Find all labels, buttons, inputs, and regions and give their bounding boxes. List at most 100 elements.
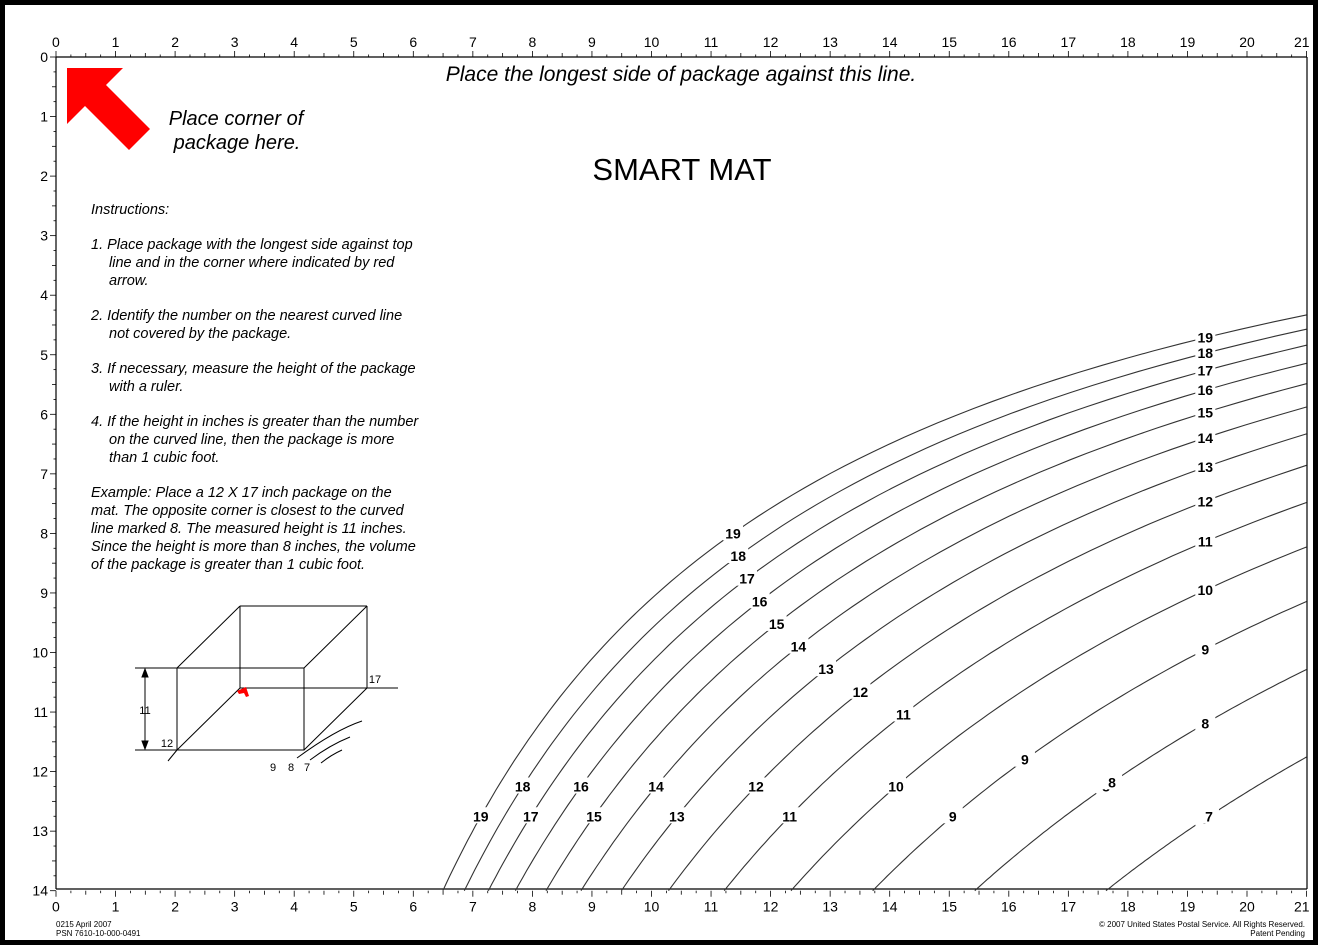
curve-edge-label-8: 8 — [1201, 715, 1209, 731]
top-ruler-label: 0 — [52, 34, 60, 50]
curve-edge-label-8-bg — [1195, 714, 1216, 731]
example-line-2: mat. The opposite corner is closest to t… — [91, 503, 405, 519]
volume-curve-11 — [723, 501, 1307, 892]
curve-edge-label-12-bg — [1195, 492, 1216, 509]
curve-inner-label-9: 9 — [1021, 752, 1029, 768]
top-ruler-label: 6 — [409, 34, 417, 50]
curve-inner-label-18: 18 — [515, 778, 531, 794]
bottom-ruler-label: 14 — [882, 899, 898, 915]
curve-edge-label-18: 18 — [1198, 345, 1214, 361]
left-ruler-label: 0 — [40, 49, 48, 65]
curve-inner-label-19: 19 — [473, 808, 489, 824]
bottom-ruler-label: 9 — [588, 899, 596, 915]
footer-left-line-1: 0215 April 2007 — [56, 920, 112, 929]
curve-edge-label-12: 12 — [1198, 493, 1214, 509]
top-ruler-label: 21 — [1294, 34, 1310, 50]
top-ruler-label: 11 — [704, 34, 719, 50]
example-line-4: Since the height is more than 8 inches, … — [91, 539, 416, 555]
curve-inner-label-10: 10 — [888, 778, 904, 794]
top-ruler-label: 20 — [1239, 34, 1255, 50]
curve-inner-label-16: 16 — [573, 778, 589, 794]
instruction-2-line-2: not covered by the package. — [109, 326, 291, 342]
volume-curve-19 — [442, 314, 1307, 891]
top-ruler-label: 8 — [529, 34, 537, 50]
volume-curve-9 — [872, 600, 1307, 892]
curve-inner-label-13: 13 — [818, 661, 834, 677]
bottom-ruler-label: 13 — [822, 899, 838, 915]
box-curve-label-9: 9 — [270, 762, 276, 774]
curve-inner-label-14-bg — [788, 637, 809, 654]
curve-inner-label-13-bg — [815, 660, 836, 677]
curve-inner-label-12-bg — [850, 682, 871, 699]
instruction-3-line-2: with a ruler. — [109, 379, 183, 395]
curve-edge-label-10: 10 — [1198, 582, 1214, 598]
left-ruler-label: 8 — [40, 525, 48, 541]
curve-edge-label-19: 19 — [1198, 330, 1214, 346]
curve-edge-label-15: 15 — [1198, 404, 1214, 420]
left-ruler-label: 12 — [32, 764, 48, 780]
page-title: SMART MAT — [592, 152, 771, 187]
top-instruction: Place the longest side of package agains… — [446, 63, 916, 86]
curve-inner-label-19-bg — [470, 807, 491, 824]
curve-edge-label-17-bg — [1195, 361, 1216, 378]
ruler-ticks — [50, 51, 1307, 897]
curve-edge-label-14-bg — [1195, 428, 1216, 445]
left-ruler-label: 2 — [40, 168, 48, 184]
top-ruler-label: 19 — [1180, 34, 1196, 50]
box-curve-label-7: 7 — [304, 762, 310, 774]
left-ruler-label: 9 — [40, 585, 48, 601]
bottom-ruler-label: 20 — [1239, 899, 1255, 915]
bottom-ruler-label: 10 — [644, 899, 660, 915]
bottom-ruler-label: 0 — [52, 899, 60, 915]
bottom-ruler-label: 2 — [171, 899, 179, 915]
example-line-5: of the package is greater than 1 cubic f… — [91, 557, 365, 573]
instruction-1-line-3: arrow. — [109, 273, 149, 289]
bottom-ruler-label: 15 — [941, 899, 957, 915]
volume-curve-16 — [514, 362, 1307, 891]
instruction-4-line-3: than 1 cubic foot. — [109, 450, 219, 466]
curve-inner-label-15: 15 — [769, 616, 785, 632]
bottom-ruler-label: 8 — [529, 899, 537, 915]
top-ruler-label: 9 — [588, 34, 596, 50]
curve-inner-label-19: 19 — [725, 525, 741, 541]
left-ruler-label: 10 — [32, 645, 48, 661]
footer-left-line-2: PSN 7610-10-000-0491 — [56, 929, 141, 938]
curve-inner-label-10-bg — [886, 777, 907, 794]
curve-edge-label-13-bg — [1195, 458, 1216, 475]
bottom-ruler-label: 6 — [409, 899, 417, 915]
curve-inner-label-13: 13 — [669, 808, 685, 824]
footer-right-line-2: Patent Pending — [1250, 929, 1305, 938]
bottom-ruler-label: 21 — [1294, 899, 1310, 915]
top-ruler-label: 5 — [350, 34, 358, 50]
bottom-ruler-label: 16 — [1001, 899, 1017, 915]
curve-edge-label-14: 14 — [1198, 430, 1214, 446]
volume-curves — [442, 314, 1307, 892]
bottom-ruler-label: 19 — [1180, 899, 1196, 915]
curve-inner-label-13-bg — [666, 807, 687, 824]
box-curve-label-8: 8 — [288, 762, 294, 774]
curve-inner-label-17: 17 — [739, 571, 755, 587]
curve-inner-label-11-bg — [779, 807, 800, 824]
footer-right-line-1: © 2007 United States Postal Service. All… — [1099, 920, 1305, 929]
curve-inner-label-11-bg — [893, 705, 914, 722]
curve-inner-label-7-bg — [1198, 807, 1219, 824]
corner-text-line-1: Place corner of — [169, 108, 306, 130]
curve-inner-label-9-bg — [1014, 750, 1035, 767]
left-ruler-label: 14 — [32, 883, 48, 899]
instruction-1-line-2: line and in the corner where indicated b… — [109, 255, 395, 271]
left-ruler-label: 13 — [32, 823, 48, 839]
curve-inner-label-9-bg — [942, 807, 963, 824]
curve-edge-label-18-bg — [1195, 344, 1216, 361]
left-ruler-label: 4 — [40, 287, 48, 303]
curve-inner-label-7: 7 — [1205, 808, 1213, 824]
instruction-2-line-1: 2. Identify the number on the nearest cu… — [90, 308, 402, 324]
volume-curve-15 — [545, 383, 1307, 891]
example-line-3: line marked 8. The measured height is 11… — [91, 521, 407, 537]
curve-inner-label-17-bg — [736, 569, 757, 586]
curve-inner-label-11: 11 — [896, 706, 911, 722]
curve-edge-label-9: 9 — [1201, 641, 1209, 657]
bottom-ruler-label: 7 — [469, 899, 477, 915]
instruction-3-line-1: 3. If necessary, measure the height of t… — [91, 361, 416, 377]
volume-curve-18 — [463, 328, 1307, 891]
